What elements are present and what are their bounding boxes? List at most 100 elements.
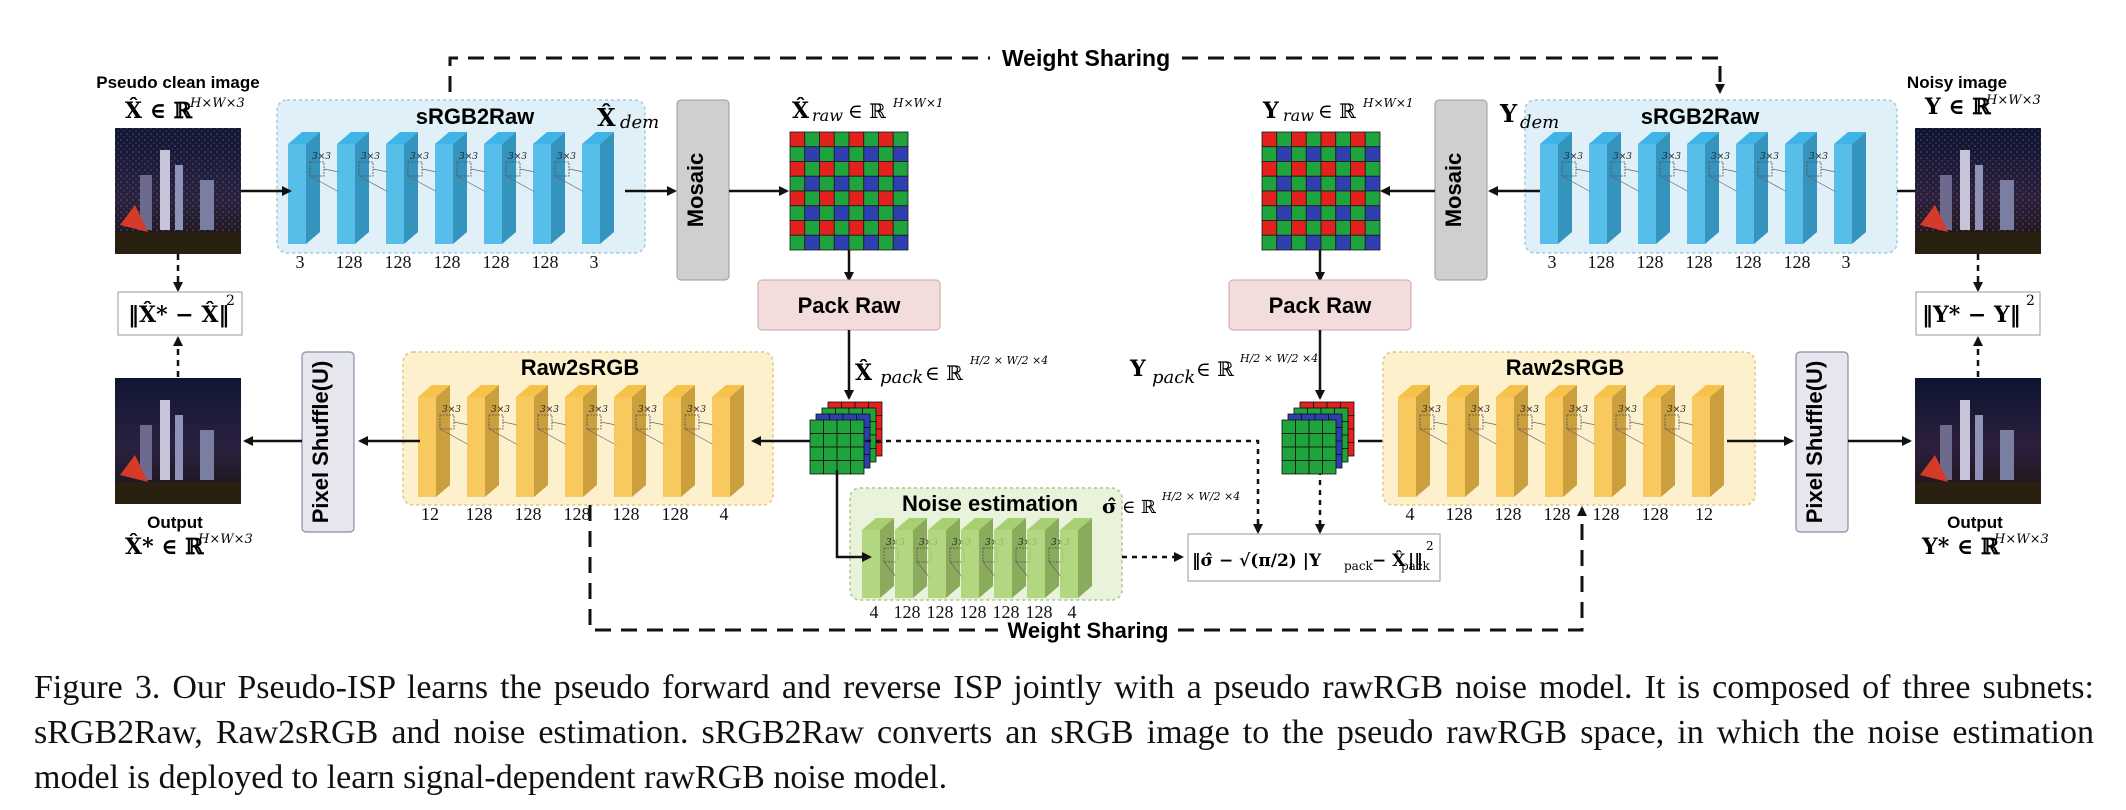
noise-branch: Noise estimation 3×343×31283×31283×31283… — [835, 439, 1441, 622]
packed-cube-left — [809, 401, 883, 475]
bayerRight-cell — [1291, 234, 1307, 251]
bayerLeft-cell — [878, 146, 894, 162]
s2r-left-kernel-4: 3×3 — [459, 152, 478, 162]
r2s-left-kernel-5: 3×3 — [638, 405, 657, 415]
noise-channel-1: 4 — [870, 602, 879, 622]
r2s-left-channel-2: 128 — [466, 504, 493, 524]
bayerRight-cell — [1364, 234, 1381, 251]
bayerLeft-cell — [804, 131, 820, 148]
output-left-label: Output — [147, 513, 203, 532]
s2r-left-channel-3: 128 — [385, 252, 412, 272]
s2r-left-layer-5: 3×3 — [484, 132, 536, 244]
s2r-right-title: sRGB2Raw — [1641, 104, 1760, 129]
pseudo-clean-image — [115, 128, 241, 254]
output-right-sup: H×W×3 — [1993, 532, 2049, 547]
bayerLeft-cell — [878, 190, 894, 207]
r2s-left-channel-1: 12 — [421, 504, 439, 524]
noise-loss-mid: − X̂ — [1372, 551, 1406, 571]
bayerLeft-cell — [804, 146, 820, 162]
bayerLeft-cell — [863, 161, 879, 177]
output-image-left — [115, 378, 241, 504]
bayerRight-cell — [1276, 220, 1292, 236]
loss-left-sup: 2 — [226, 293, 235, 309]
bayerLeft-cell — [789, 220, 806, 236]
bayerLeft-cell — [848, 205, 865, 221]
r2s-left-channel-3: 128 — [515, 504, 542, 524]
bayerRight-cell — [1291, 146, 1307, 162]
bayerRight-cell — [1364, 205, 1381, 221]
s2r-right-layer-1: 3×3 — [1540, 132, 1592, 244]
bayerRight-cell — [1364, 175, 1381, 192]
bayerLeft-cell — [892, 205, 909, 221]
r2s-left-channel-6: 128 — [662, 504, 689, 524]
pixel-shuffle-right: Pixel Shuffle(U) — [1795, 351, 1849, 533]
r2s-left-layer-4: 3×3 — [565, 385, 617, 497]
bayerLeft-cell — [804, 234, 820, 251]
bayerRight-cell — [1276, 161, 1292, 177]
bayerRight-cell — [1320, 161, 1337, 177]
pseudo-clean-sup: H×W×3 — [189, 96, 245, 111]
noise-layer-7 — [1060, 518, 1092, 598]
loss-right-sup: 2 — [2026, 293, 2035, 309]
bayerRight-cell — [1291, 175, 1307, 192]
s2r-left-channel-4: 128 — [434, 252, 461, 272]
bayerRight-cell — [1291, 131, 1307, 148]
s2r-left-layer-6: 3×3 — [533, 132, 585, 244]
pseudo-isp-diagram: Weight Sharing Pseudo clean image X̂ ∈ ℝ… — [96, 45, 2049, 643]
bayerLeft-cell — [848, 234, 865, 251]
bayerRight-cell — [1350, 205, 1366, 221]
bayerLeft-cell — [804, 190, 820, 207]
bayer-raw-right — [1261, 131, 1381, 251]
pixel-shuffle-right-label: Pixel Shuffle(U) — [1802, 361, 1827, 524]
r2s-right-kernel-5: 3×3 — [1618, 405, 1637, 415]
s2r-left-layer-7 — [582, 132, 614, 244]
s2r-left-kernel-1: 3×3 — [312, 152, 331, 162]
bayerLeft-cell — [848, 220, 865, 236]
s2r-right-kernel-3: 3×3 — [1662, 152, 1681, 162]
noise-loss-sub2: pack — [1401, 559, 1431, 573]
x-raw-sup: H×W×1 — [892, 96, 944, 110]
s2r-left-block: sRGB2Raw 3×333×31283×31283×31283×31283×3… — [276, 99, 646, 272]
bayerRight-cell — [1335, 190, 1351, 207]
x-pack-main: X̂ — [855, 360, 873, 386]
sigma-sup: H/2 × W/2 ×4 — [1161, 490, 1240, 503]
bayerRight-cell — [1305, 131, 1322, 148]
bayerLeft-cell — [878, 234, 894, 251]
bayerRight-cell — [1291, 190, 1307, 207]
y-pack-sub: pack — [1152, 367, 1195, 388]
r2s-left-layer-2: 3×3 — [467, 385, 519, 497]
bayerRight-cell — [1261, 234, 1278, 251]
r2s-right-channel-5: 128 — [1593, 504, 1620, 524]
r2s-left-channel-4: 128 — [564, 504, 591, 524]
bayerRight-cell — [1335, 175, 1351, 192]
bayerRight-cell — [1261, 190, 1278, 207]
bayerRight-cell — [1335, 234, 1351, 251]
bayerRight-cell — [1276, 146, 1292, 162]
bayerRight-cell — [1261, 220, 1278, 236]
noise-title: Noise estimation — [902, 491, 1078, 516]
mosaic-left: Mosaic — [676, 99, 730, 281]
bayerRight-cell — [1305, 190, 1322, 207]
x-raw-main: X̂ — [792, 98, 810, 124]
bayerLeft-cell — [863, 190, 879, 207]
bayerRight-cell — [1305, 175, 1322, 192]
mosaic-right: Mosaic — [1434, 99, 1488, 281]
bayerLeft-cell — [789, 234, 806, 251]
noise-loss-end: |‖ — [1408, 551, 1423, 571]
bayerRight-cell — [1364, 161, 1381, 177]
r2s-right-layer-5: 3×3 — [1594, 385, 1646, 497]
bayerLeft-cell — [833, 220, 850, 236]
s2r-left-channel-5: 128 — [483, 252, 510, 272]
s2r-left-kernel-3: 3×3 — [410, 152, 429, 162]
r2s-left-kernel-1: 3×3 — [442, 405, 461, 415]
bayerLeft-cell — [789, 131, 806, 148]
bayerRight-cell — [1335, 146, 1351, 162]
r2s-right-layer-3: 3×3 — [1496, 385, 1548, 497]
noise-channel-6: 128 — [1026, 602, 1053, 622]
bayerLeft-cell — [833, 146, 850, 162]
bayerLeft-cell — [833, 205, 850, 221]
bayerLeft-cell — [804, 175, 820, 192]
r2s-right-kernel-2: 3×3 — [1471, 405, 1490, 415]
s2r-left-layer-2: 3×3 — [337, 132, 389, 244]
r2s-left-title: Raw2sRGB — [521, 355, 640, 380]
